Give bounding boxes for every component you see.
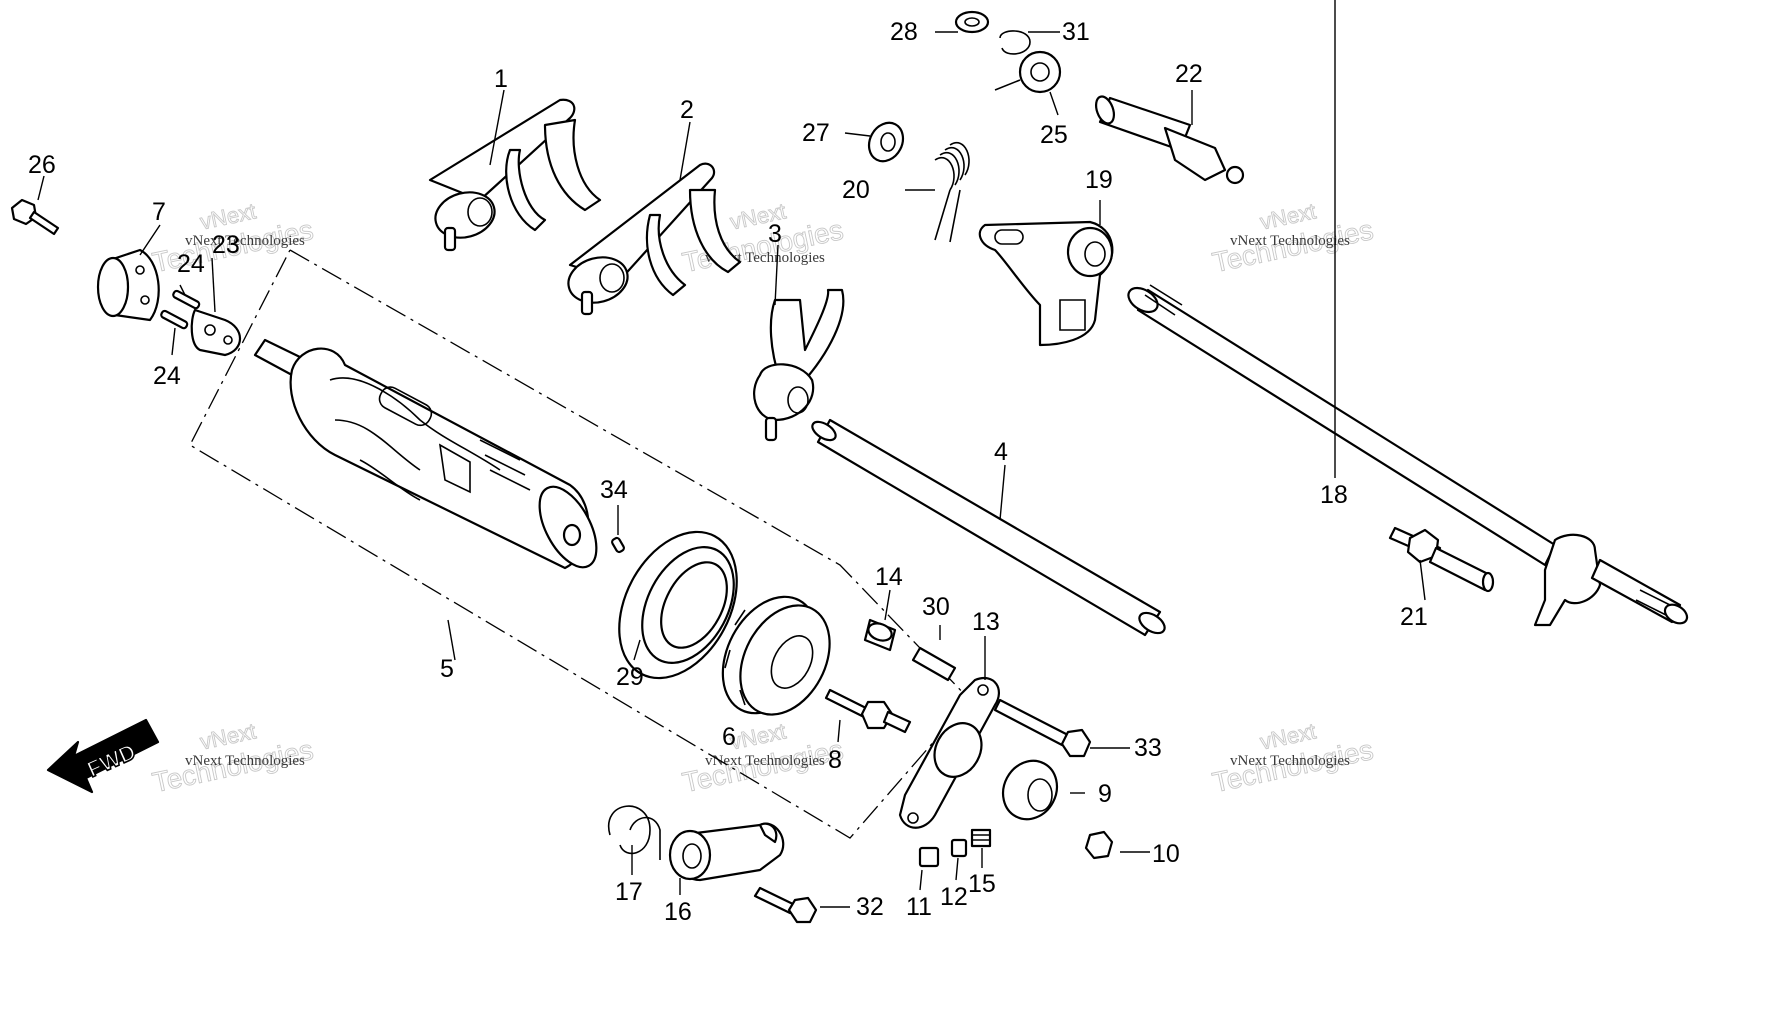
shift-fork-1 (428, 98, 602, 252)
callout-28: 28 (890, 18, 918, 46)
fork-shaft (811, 418, 1166, 637)
leader-lines (37, 0, 1426, 908)
callout-14: 14 (875, 563, 903, 591)
shift-fork-2 (567, 162, 742, 316)
bolt-26 (10, 198, 60, 236)
stopper-plate (190, 308, 241, 357)
spring-20 (934, 142, 970, 243)
spring-25 (994, 50, 1062, 94)
callout-1: 1 (494, 65, 508, 93)
watermark-text: vNext Technologies (185, 753, 305, 769)
dowel-pins (160, 289, 201, 330)
callout-7: 7 (152, 198, 166, 226)
callout-29: 29 (616, 663, 644, 691)
fwd-direction-arrow: FWD (46, 718, 160, 794)
callout-5: 5 (440, 655, 454, 683)
callout-23: 23 (212, 231, 240, 259)
bearing (618, 530, 738, 680)
callout-2: 2 (680, 96, 694, 124)
callout-24a: 24 (177, 250, 205, 278)
watermark-text: vNext Technologies (1230, 753, 1350, 769)
washer-28 (954, 10, 990, 34)
callouts: 1 2 3 4 5 6 7 8 9 10 11 12 13 15 14 16 1… (28, 18, 1428, 926)
stopper-arm (668, 822, 785, 882)
assembly-outline (189, 249, 971, 839)
callout-18: 18 (1320, 481, 1348, 509)
callout-22: 22 (1175, 60, 1203, 88)
callout-31: 31 (1062, 18, 1090, 46)
bolt-21 (1388, 526, 1495, 593)
callout-34: 34 (600, 476, 628, 504)
pin-34 (611, 536, 625, 554)
callout-8: 8 (828, 746, 842, 774)
spring-15 (970, 828, 992, 848)
shift-drum (253, 338, 598, 570)
gearshift-spindle (1127, 284, 1689, 627)
callout-11: 11 (906, 893, 932, 921)
callout-15: 15 (968, 870, 996, 898)
guide-plate (898, 677, 1000, 829)
callout-19: 19 (1085, 166, 1113, 194)
callout-13: 13 (972, 608, 1000, 636)
callout-12: 12 (940, 883, 968, 911)
bolt-33 (993, 698, 1092, 758)
shaft-22 (1094, 95, 1245, 185)
callout-17: 17 (615, 878, 643, 906)
callout-10: 10 (1152, 840, 1180, 868)
watermark-text: vNext Technologies (705, 753, 825, 769)
callout-25: 25 (1040, 121, 1068, 149)
callout-26: 26 (28, 151, 56, 179)
shift-cam-plate (721, 595, 831, 716)
callout-33: 33 (1134, 734, 1162, 762)
callout-4: 4 (994, 438, 1008, 466)
return-spring-17 (607, 805, 661, 860)
callout-20: 20 (842, 176, 870, 204)
collar-14 (863, 618, 897, 652)
callout-24b: 24 (153, 362, 181, 390)
watermark-text: vNext Technologies (185, 233, 305, 249)
callout-27: 27 (802, 119, 830, 147)
nut-10 (1084, 830, 1114, 860)
watermark-text: vNext Technologies (1230, 233, 1350, 249)
shift-arm (978, 220, 1114, 347)
bolt-32 (753, 886, 818, 924)
clip-31 (999, 30, 1031, 55)
callout-6: 6 (722, 723, 736, 751)
stopper-cap (1001, 759, 1059, 821)
pin-30 (911, 646, 957, 682)
pin-12 (950, 838, 968, 858)
pin-11 (918, 846, 940, 868)
callout-30: 30 (922, 593, 950, 621)
shift-fork-3 (753, 288, 845, 442)
pin-bolt-8 (824, 688, 912, 734)
callout-21: 21 (1400, 603, 1428, 631)
callout-32: 32 (856, 893, 884, 921)
callout-16: 16 (664, 898, 692, 926)
shift-drum-cam (96, 248, 160, 322)
callout-3: 3 (768, 220, 782, 248)
callout-9: 9 (1098, 780, 1112, 808)
washer-27 (867, 121, 905, 163)
